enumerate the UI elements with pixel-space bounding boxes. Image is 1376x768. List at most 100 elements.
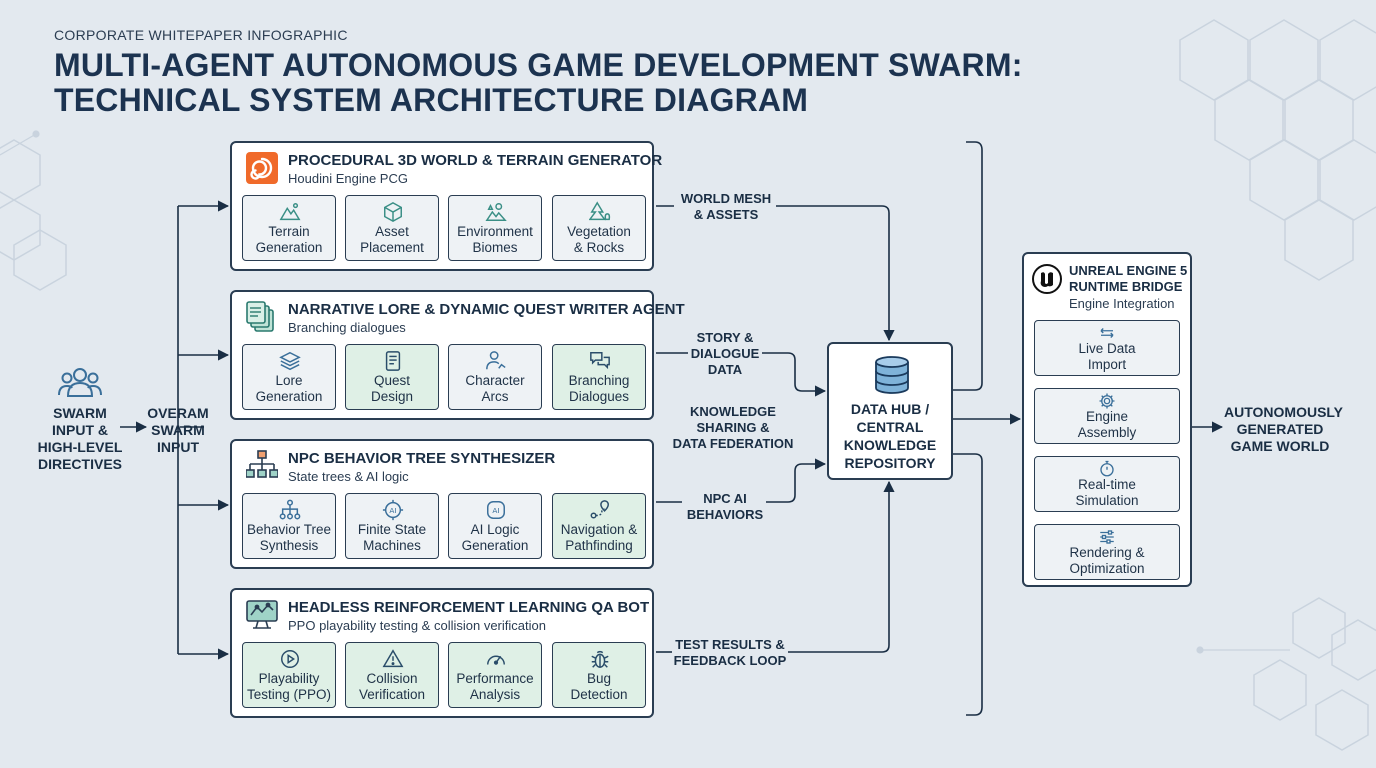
task-line: Environment [457,224,533,239]
documents-icon [246,301,274,332]
task-line: Branching [568,373,630,388]
swarm-input-label: SWARM INPUT & HIGH-LEVEL DIRECTIVES [36,405,124,473]
hierarchy-icon [279,499,301,520]
swarm-input-line: SWARM [53,405,107,421]
swarm-input-line: HIGH-LEVEL [37,439,123,455]
task-line: Performance [456,671,534,686]
task-line: Generation [461,538,529,553]
agent-world-generator[interactable]: PROCEDURAL 3D WORLD & TERRAIN GENERATOR … [230,141,662,271]
arrows-icon [1100,328,1114,338]
flow-line: NPC AI [703,491,747,506]
task-line: Testing (PPO) [246,687,332,702]
agent-subtitle: Houdini Engine PCG [288,171,408,186]
agent-subtitle: Branching dialogues [288,320,406,335]
flow-line: KNOWLEDGE [690,404,776,419]
hub-feedback-bracket [953,141,983,391]
flow-line: WORLD MESH [680,191,772,206]
page-title: MULTI-AGENT AUTONOMOUS GAME DEVELOPMENT … [54,48,1023,118]
step-line: Optimization [1069,561,1145,576]
flow-line: FEEDBACK LOOP [673,653,787,668]
scroll-icon [385,351,401,371]
svg-text:AI: AI [492,506,499,515]
task-line: Playability [258,671,320,686]
output-line: GAME WORLD [1230,438,1330,454]
users-icon [58,368,102,397]
sliders-icon [1100,530,1114,544]
task-line: Vegetation [567,224,631,239]
database-icon [875,356,909,394]
task-line: Placement [360,240,424,255]
flow-label-test-feedback: TEST RESULTS & FEEDBACK LOOP [672,637,788,669]
task-vegetation-rocks[interactable]: Vegetation& Rocks [552,195,646,261]
story-to-hub-arrow [762,352,827,397]
hub-down-bracket [953,453,983,716]
agent-npc-behavior[interactable]: NPC BEHAVIOR TREE SYNTHESIZER State tree… [230,439,654,569]
task-navigation-pathfinding[interactable]: Navigation &Pathfinding [552,493,646,559]
hub-line: REPOSITORY [844,455,936,471]
bug-icon [591,650,609,668]
eyebrow-label: CORPORATE WHITEPAPER INFOGRAPHIC [54,27,348,43]
router-line: SWARM [151,422,205,438]
task-line: Verification [358,687,426,702]
task-line: Machines [363,538,421,553]
stopwatch-icon [1100,460,1114,477]
unreal-title-line: RUNTIME BRIDGE [1069,279,1183,294]
flow-line: DATA [707,362,743,377]
flow-line: DIALOGUE [690,346,760,361]
hub-line: CENTRAL [856,419,924,435]
task-line: Synthesis [259,538,319,553]
unreal-engine-bridge[interactable]: UNREAL ENGINE 5 RUNTIME BRIDGE Engine In… [1022,252,1192,587]
output-line: GENERATED [1236,421,1324,437]
task-line: Navigation & [560,522,638,537]
task-line: Asset [375,224,409,239]
agent-narrative-writer[interactable]: NARRATIVE LORE & DYNAMIC QUEST WRITER AG… [230,290,685,420]
flow-label-knowledge-sharing: KNOWLEDGE SHARING & DATA FEDERATION [672,404,794,452]
step-line: Simulation [1075,493,1139,508]
houdini-logo-icon [246,152,278,184]
task-line: Collision [366,671,418,686]
flow-line: & ASSETS [693,207,759,222]
swarm-input-line: INPUT & [52,422,108,438]
agent-title: NPC BEHAVIOR TREE SYNTHESIZER [288,450,556,467]
play-icon [281,650,299,668]
step-line: Rendering & [1069,545,1145,560]
task-line: Terrain [268,224,310,239]
task-line: Generation [255,240,323,255]
monitor-graph-icon [246,600,278,629]
task-line: Biomes [472,240,518,255]
hub-line: DATA HUB / [850,401,930,417]
agent-qa-bot[interactable]: HEADLESS REINFORCEMENT LEARNING QA BOT P… [230,588,654,718]
flow-label-world-mesh: WORLD MESH & ASSETS [676,191,776,223]
world-to-hub-arrow [776,205,895,342]
unreal-subtitle: Engine Integration [1069,296,1175,311]
task-line: Behavior Tree [246,522,332,537]
page-title-line-1: MULTI-AGENT AUTONOMOUS GAME DEVELOPMENT … [54,47,1023,83]
svg-text:AI: AI [389,506,396,515]
step-rendering-optimization[interactable]: Rendering &Optimization [1034,524,1180,580]
data-hub[interactable]: DATA HUB / CENTRAL KNOWLEDGE REPOSITORY [827,342,953,480]
output-line: AUTONOMOUSLY [1224,404,1344,420]
task-line: Pathfinding [565,538,633,553]
layers-icon [279,351,301,371]
unreal-logo-icon [1032,264,1062,294]
task-line: Finite State [357,522,427,537]
